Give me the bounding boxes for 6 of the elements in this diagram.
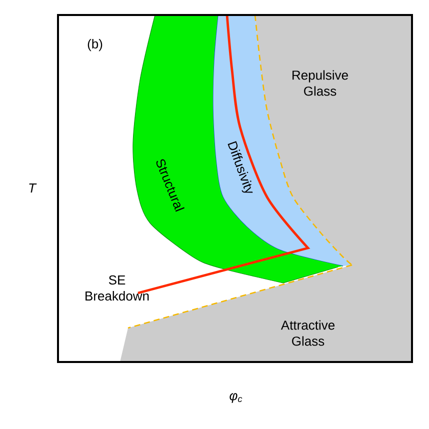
region-label: Repulsive Glass (292, 70, 348, 96)
axis-label: T (29, 184, 37, 192)
region-label: Attractive Glass (280, 320, 335, 346)
region-label: SE Breakdown (86, 275, 149, 301)
panel-label: (b) (88, 38, 102, 52)
axis-label: φ$_{c}$ (230, 393, 242, 403)
